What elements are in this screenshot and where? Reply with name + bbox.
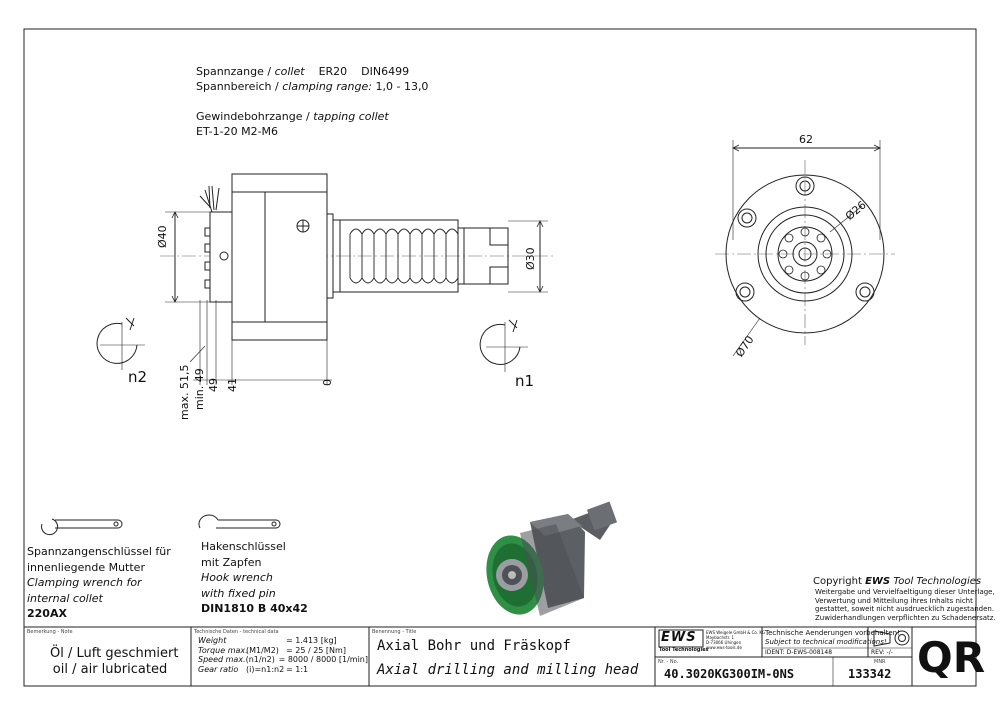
- tech-data-unit: [246, 636, 286, 646]
- tech-data-row: Weight = 1.413 [kg]: [198, 636, 368, 646]
- product-render-image: [486, 501, 618, 616]
- dim-49: 49: [207, 378, 220, 392]
- front-view: [715, 140, 895, 357]
- dim-max-51-5: max. 51,5: [178, 364, 191, 420]
- rotation-symbol-n1: [479, 319, 528, 372]
- collet-spec-line: Spannzange / collet ER20 DIN6499: [196, 65, 410, 78]
- dim-d30: Ø30: [524, 247, 537, 270]
- mnr-header: MNR: [874, 659, 886, 665]
- tech-data-label: Speed max.: [198, 655, 246, 664]
- ews-logo-text: EWS: [661, 630, 697, 645]
- tech-data-label: Gear ratio: [198, 664, 239, 674]
- mnr-number: 133342: [848, 667, 892, 681]
- tech-data-label: Torque max.: [198, 645, 248, 655]
- dim-62: 62: [799, 133, 813, 146]
- hook-wrench-icon: [198, 514, 281, 529]
- clamping-range-line: Spannbereich / clamping range: 1,0 - 13,…: [196, 80, 429, 93]
- ident-field: IDENT: D-EWS-008148: [765, 649, 833, 656]
- company-address: EWS Weigele GmbH & Co. KG Maybachstr. 1 …: [706, 630, 766, 650]
- tech-data-value: = 1.413 [kg]: [286, 636, 337, 645]
- clamping-wrench-icon: [41, 518, 123, 536]
- title-header: Benennung - Title: [372, 629, 417, 635]
- title-english: Axial drilling and milling head: [377, 662, 639, 678]
- revision-field: REV: -/-: [871, 649, 893, 656]
- dim-0: 0: [321, 379, 334, 386]
- remark-header: Bemerkung - Note: [27, 629, 73, 635]
- tech-data-row: Gear ratio (i)=n1:n2= 1:1: [198, 665, 368, 675]
- dim-d40: Ø40: [156, 225, 169, 248]
- change-notice: Technische Aenderungen vorbehalten! Subj…: [765, 629, 900, 646]
- title-block-grid: [23, 626, 977, 687]
- part-number: 40.3020KG300IM-0NS: [664, 667, 795, 681]
- tapping-collet-line: Gewindebohrzange / tapping collet: [196, 110, 389, 123]
- qr-label: QR: [917, 633, 986, 682]
- tech-data-unit: (i)=n1:n2: [246, 664, 285, 674]
- tech-data-header: Technische Daten - technical data: [194, 629, 279, 635]
- copyright-notice: Weitergabe und Vervielfaeltigung dieser …: [815, 588, 996, 622]
- tech-data-value: = 8000 / 8000 [1/min]: [278, 655, 368, 664]
- tech-data-label: Weight: [198, 636, 227, 645]
- tech-data-row: Speed max.(n1/n2)= 8000 / 8000 [1/min]: [198, 655, 368, 665]
- copyright-title: Copyright EWS Tool Technologies: [813, 576, 982, 587]
- dim-min-49: min. 49: [193, 368, 206, 410]
- tech-data-table: Weight = 1.413 [kg] Torque max.(M1/M2) = 25…: [198, 636, 368, 674]
- label-n1: n1: [515, 372, 535, 390]
- side-view: [160, 173, 555, 385]
- ews-logo-mark: [658, 629, 704, 648]
- projection-symbol-icon: [873, 630, 910, 647]
- clamping-wrench-caption: Spannzangenschlüssel für innenliegende M…: [27, 545, 171, 620]
- label-n2: n2: [128, 368, 148, 386]
- hook-wrench-caption: Hakenschlüssel mit Zapfen Hook wrench wi…: [201, 540, 308, 615]
- tapping-collet-size: ET-1-20 M2-M6: [196, 125, 279, 138]
- tech-data-value: = 25 / 25 [Nm]: [286, 645, 346, 655]
- ews-logo-subtitle: Tool Technologies: [659, 647, 709, 653]
- number-header: Nr. - No.: [658, 659, 679, 665]
- tech-data-row: Torque max.(M1/M2) = 25 / 25 [Nm]: [198, 646, 368, 656]
- rotation-symbol-n2: [96, 317, 145, 370]
- lubrication-remark: Öl / Luft geschmiert oil / air lubricate…: [50, 646, 179, 677]
- tech-data-unit: (n1/n2): [245, 655, 275, 664]
- tech-data-value: = 1:1: [286, 664, 309, 674]
- dim-41: 41: [226, 378, 239, 392]
- tech-data-unit: (M1/M2): [246, 645, 279, 655]
- title-german: Axial Bohr und Fräskopf: [377, 638, 571, 654]
